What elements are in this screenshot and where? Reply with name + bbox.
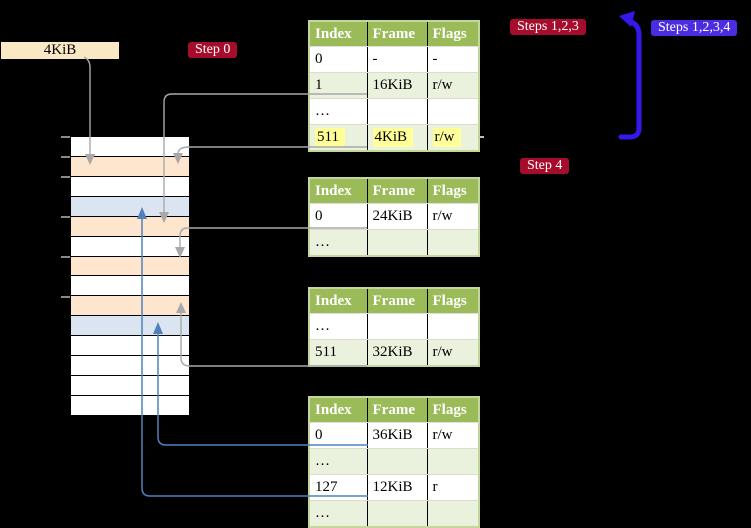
step-0-badge: Step 0 — [188, 42, 238, 58]
table-cell: 4KiB — [367, 124, 428, 151]
table-cell: r/w — [427, 339, 479, 366]
highlighted-value: r/w — [432, 128, 461, 147]
table-cell — [367, 448, 428, 475]
table-row: … — [309, 313, 479, 340]
column-header: Flags — [427, 178, 479, 204]
table-cell — [367, 98, 428, 125]
memory-frame-white — [71, 356, 189, 377]
table-cell: - — [427, 46, 479, 73]
table-cell — [427, 500, 479, 527]
memory-frame-white — [71, 376, 189, 396]
column-header: Flags — [427, 288, 479, 314]
column-header: Frame — [367, 288, 428, 314]
memory-frame-blue — [71, 196, 189, 217]
table-cell — [427, 98, 479, 125]
table-cell: … — [309, 98, 368, 125]
frame-size-label: 4KiB — [1, 42, 119, 59]
table-cell: r/w — [427, 124, 479, 151]
memory-frame-white — [71, 276, 189, 297]
table-cell — [367, 500, 428, 527]
memory-tick — [61, 296, 70, 298]
table-cell: … — [309, 500, 368, 527]
table-cell: 127 — [309, 474, 368, 501]
table-cell: 1 — [309, 72, 368, 99]
column-header: Index — [309, 288, 368, 314]
table-cell: 36KiB — [367, 422, 428, 449]
table-cell: r/w — [427, 203, 479, 230]
column-header: Frame — [367, 178, 428, 204]
table-cell: 0 — [309, 422, 368, 449]
highlighted-value: 4KiB — [372, 128, 414, 147]
memory-tick — [61, 176, 70, 178]
table-row: … — [309, 98, 479, 125]
table-row: … — [309, 229, 479, 256]
recursive-loop-arrow — [618, 11, 642, 140]
steps-1-2-3-badge: Steps 1,2,3 — [510, 19, 586, 35]
memory-frame-white — [71, 336, 189, 357]
table-cell: r — [427, 474, 479, 501]
table-cell: r/w — [427, 422, 479, 449]
table-cell: 511 — [309, 339, 368, 366]
steps-1-2-3-4-badge: Steps 1,2,3,4 — [651, 20, 738, 36]
table-row: … — [309, 448, 479, 475]
step-4-badge: Step 4 — [520, 158, 570, 174]
table-cell: 32KiB — [367, 339, 428, 366]
memory-frame-orange — [71, 156, 189, 177]
memory-tick — [61, 156, 70, 158]
memory-tick — [61, 256, 70, 258]
table-cell: 0 — [309, 46, 368, 73]
column-header: Index — [309, 21, 368, 47]
memory-frame-white — [71, 395, 189, 415]
memory-frame-blue — [71, 316, 189, 337]
table-cell: … — [309, 448, 368, 475]
table-cell: - — [367, 46, 428, 73]
memory-tick — [61, 216, 70, 218]
column-header: Index — [309, 178, 368, 204]
table-cell: 24KiB — [367, 203, 428, 230]
table-cell: 12KiB — [367, 474, 428, 501]
memory-frame-orange — [71, 256, 189, 277]
table-row: … — [309, 500, 479, 527]
column-header: Frame — [367, 21, 428, 47]
table-cell: 511 — [309, 124, 368, 151]
column-header: Frame — [367, 397, 428, 423]
table-cell — [367, 229, 428, 256]
table-cell — [427, 448, 479, 475]
table-cell — [367, 313, 428, 340]
table-cell — [427, 313, 479, 340]
table-cell — [427, 229, 479, 256]
column-header: Index — [309, 397, 368, 423]
physical-memory-strip — [70, 136, 190, 416]
table-row: 511 4KiB r/w — [309, 124, 479, 151]
table-cell: r/w — [427, 72, 479, 99]
column-header: Flags — [427, 21, 479, 47]
highlighted-value: 511 — [315, 128, 345, 147]
table-cell: 16KiB — [367, 72, 428, 99]
memory-tick — [61, 136, 70, 138]
memory-frame-orange — [71, 216, 189, 237]
memory-frame-white — [71, 137, 189, 157]
table-row: 0-- — [309, 46, 479, 73]
table-cell: 0 — [309, 203, 368, 230]
memory-frame-white — [71, 176, 189, 197]
table-cell: … — [309, 313, 368, 340]
memory-frame-white — [71, 236, 189, 257]
table-cell: … — [309, 229, 368, 256]
memory-frame-orange — [71, 296, 189, 317]
column-header: Flags — [427, 397, 479, 423]
